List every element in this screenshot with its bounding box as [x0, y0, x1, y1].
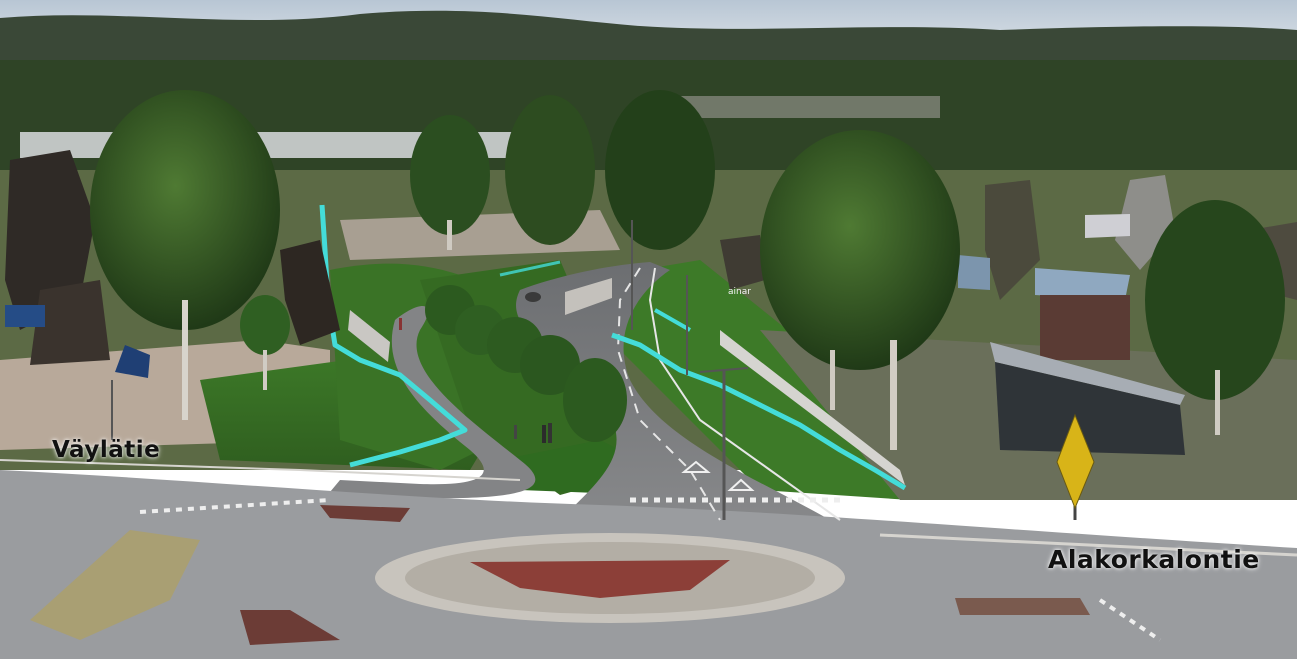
- highlighted-route: [499, 260, 561, 277]
- house-roof: [1085, 214, 1130, 238]
- house-roof: [958, 255, 990, 290]
- street-light: [699, 367, 749, 520]
- street-label-vaylatie: Väylätie: [52, 437, 161, 463]
- retaining-wall: [720, 330, 905, 485]
- lane-marking: [648, 267, 841, 521]
- rock: [280, 240, 340, 345]
- retaining-wall: [348, 310, 390, 362]
- highlighted-route: [611, 332, 907, 491]
- yield-triangle: [681, 460, 711, 473]
- left-island: [30, 530, 200, 640]
- distant-building: [640, 96, 940, 118]
- rock: [720, 235, 765, 290]
- paving-patch: [955, 598, 1090, 615]
- tree: [505, 95, 595, 245]
- tree: [240, 295, 290, 390]
- house-roof: [1035, 268, 1130, 300]
- pedestrian: [399, 318, 402, 330]
- tree: [410, 115, 490, 250]
- main-road: [516, 262, 870, 552]
- pedestrian: [548, 423, 552, 443]
- paving-patch: [320, 505, 410, 522]
- shed: [995, 362, 1185, 455]
- yield-triangle: [727, 478, 755, 491]
- roundabout-center-paving: [470, 560, 730, 598]
- crosswalk: [1098, 598, 1162, 642]
- road-edge: [879, 533, 1297, 557]
- paving-patch: [240, 610, 340, 645]
- house: [1040, 295, 1130, 360]
- rock: [30, 280, 110, 365]
- pedestrian: [514, 425, 517, 439]
- tree: [90, 90, 280, 420]
- rock: [985, 180, 1040, 300]
- small-sign-label: ainar: [728, 287, 751, 297]
- highlighted-route: [654, 308, 691, 332]
- road-edge: [0, 459, 521, 481]
- blue-structure: [115, 345, 150, 378]
- lane-marking: [616, 267, 721, 521]
- pedestrian: [542, 425, 546, 443]
- tree: [605, 90, 715, 250]
- yellow-sign: [1056, 413, 1095, 520]
- retaining-wall: [565, 278, 612, 315]
- tree-row: [425, 285, 627, 442]
- shed-roof: [990, 342, 1185, 405]
- tree: [1145, 200, 1285, 435]
- crosswalk: [139, 498, 331, 514]
- tree: [760, 130, 960, 450]
- blue-structure: [5, 305, 45, 327]
- car: [525, 292, 541, 302]
- street-label-alakorkalontie: Alakorkalontie: [1048, 545, 1260, 574]
